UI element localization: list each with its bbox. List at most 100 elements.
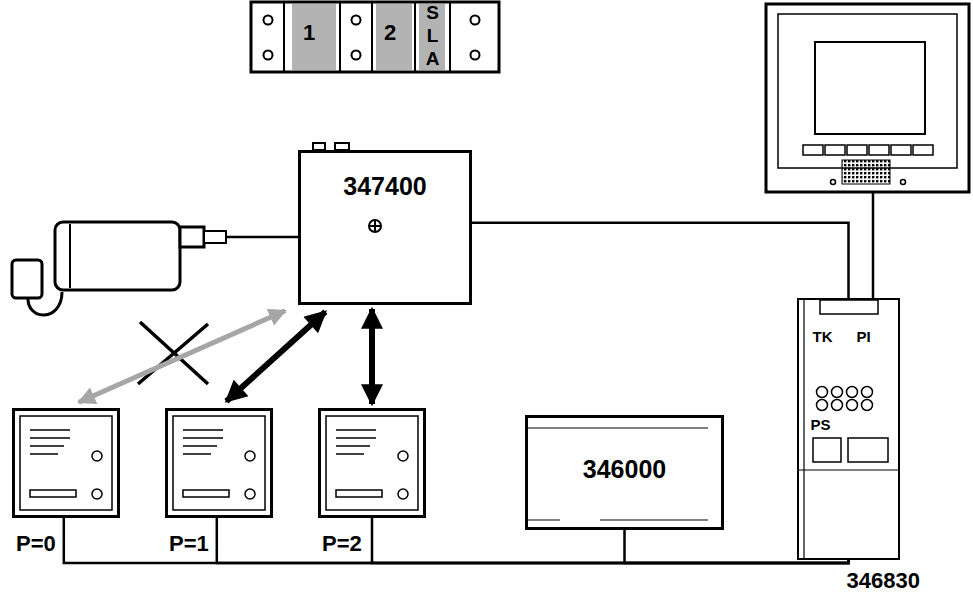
din-edge bbox=[803, 300, 804, 558]
bus-wire bbox=[64, 518, 849, 563]
nameplate-line bbox=[30, 437, 70, 439]
nameplate-line bbox=[183, 429, 223, 431]
monitor-screw bbox=[901, 180, 906, 185]
monitor-button bbox=[847, 145, 867, 155]
strip-divider bbox=[449, 2, 451, 72]
switch-label: 1 bbox=[303, 20, 315, 46]
adjust-screw bbox=[369, 220, 381, 232]
camera bbox=[12, 222, 298, 315]
monitor-button bbox=[891, 145, 911, 155]
terminal-screw bbox=[832, 387, 843, 398]
signal-arrow bbox=[226, 312, 325, 402]
call-button bbox=[398, 489, 408, 499]
monitor-screen bbox=[815, 42, 925, 134]
strip-hole bbox=[471, 16, 480, 25]
nameplate-line bbox=[183, 445, 217, 447]
strip-divider bbox=[283, 2, 285, 72]
monitor-button bbox=[825, 145, 845, 155]
power-supply: 346000 bbox=[525, 415, 724, 530]
bus-wire bbox=[472, 223, 849, 298]
switch-block bbox=[376, 4, 412, 70]
switch-block bbox=[292, 4, 336, 70]
terminal-screw bbox=[862, 400, 873, 411]
monitor-bezel bbox=[778, 14, 957, 168]
strip-hole bbox=[352, 51, 361, 60]
panel-inner-frame bbox=[20, 416, 112, 510]
nameplate-line bbox=[183, 437, 223, 439]
terminal bbox=[335, 143, 349, 150]
terminal-screw bbox=[847, 400, 858, 411]
video-monitor bbox=[766, 4, 969, 298]
panel-inner-frame bbox=[326, 416, 418, 510]
strip-hole bbox=[264, 51, 273, 60]
camera-lens bbox=[180, 227, 204, 247]
psu-line bbox=[600, 519, 708, 520]
monitor-button bbox=[869, 145, 889, 155]
call-button bbox=[245, 489, 255, 499]
card-slot bbox=[183, 490, 229, 497]
terminal-screw bbox=[832, 400, 843, 411]
terminal bbox=[313, 143, 325, 150]
monitor-button bbox=[913, 145, 933, 155]
video-cable bbox=[226, 236, 298, 239]
terminal-label: TK bbox=[813, 328, 833, 345]
strip-frame bbox=[251, 2, 499, 72]
bus-wire bbox=[372, 518, 849, 563]
din-line bbox=[799, 469, 898, 470]
terminal-label: PI bbox=[857, 328, 871, 345]
din-socket bbox=[813, 438, 841, 462]
terminal-screw bbox=[817, 400, 828, 411]
monitor-screw bbox=[831, 180, 836, 185]
monitor-frame bbox=[766, 4, 969, 192]
strip-hole bbox=[471, 51, 480, 60]
strip-hole bbox=[264, 16, 273, 25]
terminal-screw bbox=[847, 387, 858, 398]
camera-mount bbox=[12, 260, 42, 298]
nameplate-line bbox=[30, 429, 70, 431]
din-controller: TKPIPS346830 bbox=[797, 298, 900, 560]
terminal-screw bbox=[862, 387, 873, 398]
strip-hole bbox=[352, 16, 361, 25]
address-label: P=1 bbox=[169, 531, 209, 556]
cross-stroke bbox=[138, 324, 208, 384]
din-socket bbox=[848, 438, 888, 462]
nameplate-line bbox=[30, 445, 64, 447]
camera-body bbox=[55, 222, 180, 290]
speaker-grille bbox=[842, 160, 890, 184]
signal-arrow bbox=[79, 311, 285, 403]
strip-divider bbox=[339, 2, 341, 72]
card-slot bbox=[30, 490, 76, 497]
door-panel: P=1 bbox=[165, 408, 273, 518]
bus-wire bbox=[217, 518, 849, 563]
nameplate-line bbox=[183, 453, 211, 455]
psu-line bbox=[527, 427, 708, 428]
panel-led bbox=[245, 451, 255, 461]
part-number: 347400 bbox=[301, 172, 469, 201]
part-number: 346000 bbox=[528, 455, 721, 484]
nameplate-line bbox=[336, 453, 364, 455]
panel-inner-frame bbox=[173, 416, 265, 510]
nameplate-line bbox=[336, 445, 370, 447]
switch-label: SLA bbox=[423, 2, 442, 70]
door-panel: P=2 bbox=[318, 408, 426, 518]
camera-seam bbox=[69, 224, 71, 288]
din-cap bbox=[820, 300, 878, 314]
strip-divider bbox=[414, 2, 416, 72]
address-label: P=2 bbox=[322, 531, 362, 556]
strip-divider bbox=[371, 2, 373, 72]
panel-led bbox=[92, 451, 102, 461]
card-slot bbox=[336, 490, 382, 497]
camera-plug bbox=[204, 231, 226, 243]
monitor-button bbox=[803, 145, 823, 155]
forbidden-cross bbox=[138, 322, 208, 384]
call-button bbox=[92, 489, 102, 499]
terminal-label: PS bbox=[811, 416, 831, 433]
part-number: 346830 bbox=[847, 568, 920, 593]
switch-label: 2 bbox=[384, 20, 396, 46]
adjust-screw bbox=[374, 220, 376, 232]
switch-strip bbox=[251, 2, 499, 72]
signal-arrow bbox=[369, 309, 375, 404]
nameplate-line bbox=[336, 437, 376, 439]
